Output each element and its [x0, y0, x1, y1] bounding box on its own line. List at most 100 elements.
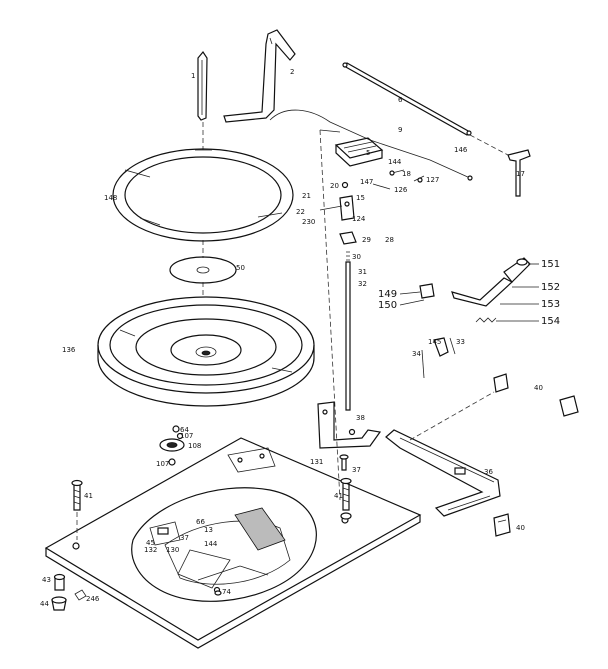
tone-arm — [223, 29, 296, 123]
label-74: 74 — [222, 588, 231, 596]
label-32: 32 — [358, 280, 367, 288]
label-43: 43 — [42, 576, 51, 584]
part-246 — [74, 589, 87, 601]
bracket-38 — [317, 401, 382, 449]
label-145: 145 — [428, 338, 441, 346]
part-29 — [339, 231, 357, 245]
label-20: 20 — [330, 182, 339, 190]
label-150: 150 — [378, 300, 397, 311]
label-151: 151 — [541, 259, 560, 270]
part-40-bottom — [493, 513, 511, 537]
label-144b: 144 — [204, 540, 218, 548]
screw-37 — [339, 454, 349, 471]
label-144: 144 — [388, 158, 402, 166]
axis-main — [319, 129, 341, 501]
part-33 — [449, 337, 456, 355]
label-127: 127 — [426, 176, 439, 184]
label-13: 13 — [204, 526, 213, 534]
label-148: 148 — [104, 194, 117, 202]
rubber-mat — [112, 148, 294, 242]
label-2: 2 — [290, 68, 294, 76]
label-37b: 37 — [180, 534, 189, 542]
part-127 — [413, 175, 425, 183]
lever-124 — [319, 195, 355, 221]
label-22: 22 — [296, 208, 305, 216]
bearing-assembly — [159, 425, 185, 466]
label-44: 44 — [40, 600, 49, 608]
label-152: 152 — [541, 282, 560, 293]
label-29: 29 — [362, 236, 371, 244]
part-34 — [421, 349, 425, 379]
label-41b: 41 — [334, 492, 343, 500]
center-disc — [169, 256, 237, 284]
label-5: 5 — [366, 149, 370, 157]
label-131: 131 — [310, 458, 323, 466]
base-plate — [44, 437, 422, 649]
label-21: 21 — [302, 192, 311, 200]
spring-30 — [346, 251, 350, 261]
label-41a: 41 — [84, 492, 93, 500]
foot-43 — [53, 573, 66, 591]
label-6: 6 — [398, 96, 403, 104]
screw-41-left — [71, 479, 83, 511]
cam-shaft — [345, 261, 351, 411]
label-130: 130 — [166, 546, 179, 554]
label-50: 50 — [236, 264, 245, 272]
label-246: 246 — [86, 595, 100, 603]
label-107b: 107 — [156, 460, 169, 468]
label-108: 108 — [188, 442, 201, 450]
spring-154 — [475, 317, 497, 323]
leader-150 — [399, 299, 425, 306]
arm-rest-pin — [197, 50, 208, 121]
label-230: 230 — [302, 218, 315, 226]
label-40a: 40 — [534, 384, 543, 392]
label-107: 107 — [180, 432, 193, 440]
label-17: 17 — [516, 170, 525, 178]
label-33: 33 — [456, 338, 465, 346]
label-147: 147 — [360, 178, 373, 186]
labels: 1 2 6 9 146 17 5 144 18 147 126 127 20 1… — [40, 68, 560, 608]
label-153: 153 — [541, 299, 560, 310]
label-18: 18 — [402, 170, 411, 178]
label-64: 64 — [180, 426, 189, 434]
label-31: 31 — [358, 268, 367, 276]
label-34: 34 — [412, 350, 421, 358]
trip-rod — [342, 62, 472, 136]
label-9: 9 — [398, 126, 402, 134]
label-1: 1 — [191, 72, 195, 80]
label-126: 126 — [394, 186, 408, 194]
lever-152 — [451, 257, 531, 307]
wire-9 — [269, 109, 473, 181]
label-146: 146 — [454, 146, 468, 154]
part-149 — [419, 283, 435, 299]
part-145 — [433, 337, 449, 357]
platter — [97, 296, 315, 407]
label-45: 45 — [146, 539, 155, 547]
label-15: 15 — [356, 194, 365, 202]
label-28: 28 — [385, 236, 394, 244]
part-20 — [341, 181, 349, 189]
screw-41-right — [340, 477, 352, 520]
part-17 — [507, 149, 531, 197]
part-18 — [389, 169, 405, 176]
part-126 — [372, 183, 391, 190]
label-30: 30 — [352, 253, 361, 261]
cartridge-holder-5 — [319, 129, 384, 167]
foot-44 — [51, 596, 67, 611]
label-132: 132 — [144, 546, 157, 554]
label-149: 149 — [378, 289, 397, 300]
leader-149 — [399, 291, 421, 295]
axis-40-top — [409, 391, 495, 441]
label-37: 37 — [352, 466, 361, 474]
label-136: 136 — [62, 346, 76, 354]
label-66: 66 — [196, 518, 205, 526]
part-40-top — [493, 373, 579, 417]
label-38: 38 — [356, 414, 365, 422]
label-124: 124 — [352, 215, 366, 223]
label-40b: 40 — [516, 524, 525, 532]
label-36: 36 — [484, 468, 493, 476]
axis-17 — [469, 134, 509, 156]
part-74 — [214, 590, 222, 596]
